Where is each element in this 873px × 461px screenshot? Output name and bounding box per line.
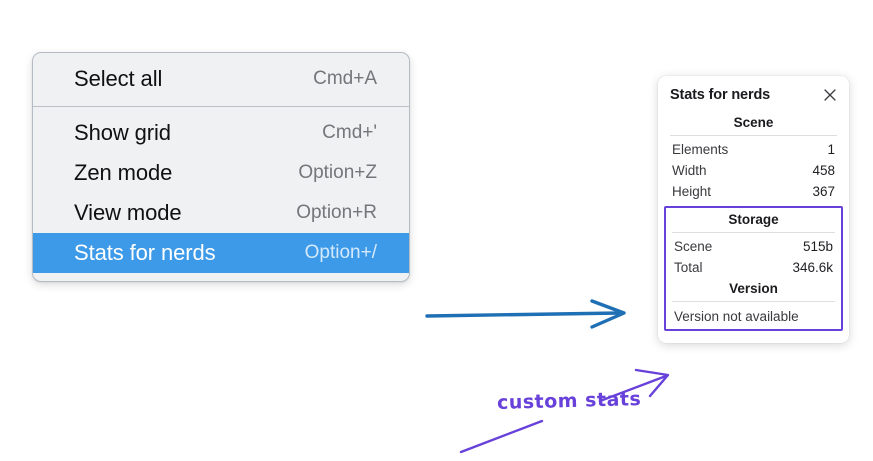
menu-item-show-grid[interactable]: Show grid Cmd+' [33,113,409,153]
stat-label: Scene [674,239,713,254]
section-rule [672,232,835,233]
menu-item-zen-mode[interactable]: Zen mode Option+Z [33,153,409,193]
menu-item-shortcut: Option+Z [298,162,377,183]
stat-label: Height [672,184,712,199]
panel-title: Stats for nerds [670,87,771,103]
stat-value: 458 [812,163,835,178]
arrow-menu-to-panel [425,299,626,329]
stat-row: Elements 1 [670,139,837,160]
stat-row: Total 346.6k [672,257,835,278]
stats-for-nerds-panel[interactable]: Stats for nerds Scene Elements 1 Width 4… [658,76,849,343]
menu-item-label: View mode [74,200,182,225]
stat-value: 1 [827,142,835,157]
section-header-version: Version [729,281,778,296]
line-under-label [459,419,544,454]
menu-group-selection: Select all Cmd+A [33,59,409,99]
menu-item-shortcut: Option+R [296,202,377,223]
stat-row: Scene 515b [672,236,835,257]
version-not-available-text: Version not available [674,309,799,324]
stat-label: Width [672,163,707,178]
menu-item-stats-for-nerds[interactable]: Stats for nerds Option+/ [33,233,409,273]
stat-value: 515b [802,239,833,254]
menu-item-label: Select all [74,66,163,91]
menu-item-label: Show grid [74,120,171,145]
menu-item-view-mode[interactable]: View mode Option+R [33,193,409,233]
canvas-context-menu[interactable]: Select all Cmd+A Show grid Cmd+' Zen mod… [32,52,410,282]
menu-group-view: Show grid Cmd+' Zen mode Option+Z View m… [33,113,409,273]
section-header-scene: Scene [733,115,774,130]
stat-row: Height 367 [670,181,837,202]
stat-label: Total [674,260,703,275]
section-header-storage: Storage [728,212,779,227]
stat-value: 346.6k [792,260,833,275]
stat-label: Elements [672,142,729,157]
menu-item-shortcut: Option+/ [304,242,377,263]
stats-section-storage: Storage Scene 515b Total 346.6k [672,209,835,278]
section-rule [672,301,835,302]
menu-item-label: Stats for nerds [74,240,216,265]
section-rule [670,135,837,136]
stat-value: 367 [812,184,835,199]
custom-stats-highlight-box: Storage Scene 515b Total 346.6k Version … [664,206,843,331]
menu-item-shortcut: Cmd+' [322,122,377,143]
stat-row: Width 458 [670,160,837,181]
menu-item-label: Zen mode [74,160,173,185]
menu-divider [33,106,409,107]
close-icon[interactable] [822,88,837,103]
panel-header: Stats for nerds [670,87,837,103]
menu-item-shortcut: Cmd+A [313,68,377,89]
handwritten-annotation-label: custom stats [496,387,642,415]
menu-item-select-all[interactable]: Select all Cmd+A [33,59,409,99]
stats-section-version: Version Version not available [672,278,835,325]
stats-section-scene: Scene Elements 1 Width 458 Height 367 [670,112,837,202]
